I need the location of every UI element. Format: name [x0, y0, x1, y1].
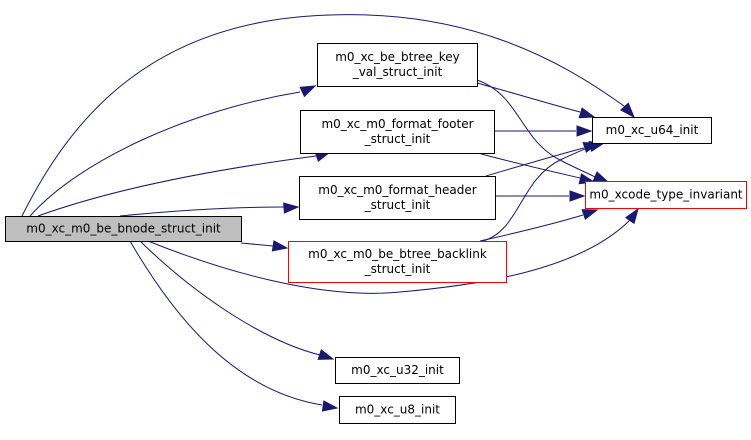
arrowhead-icon — [576, 125, 593, 137]
edge-line — [147, 219, 631, 294]
edge-root-to-key_val — [29, 85, 317, 217]
edge-footer-to-u64 — [494, 125, 593, 137]
node-label: m0_xc_u8_init — [355, 403, 440, 417]
edge-line — [479, 214, 584, 242]
edge-line — [119, 206, 285, 217]
node-label: m0_xc_m0_format_header — [318, 183, 477, 197]
node-key-val[interactable]: m0_xc_be_btree_key_val_struct_init — [317, 43, 478, 87]
edge-root-to-u64 — [21, 14, 635, 217]
edge-header-to-invariant — [495, 190, 586, 202]
arrowhead-icon — [271, 240, 289, 252]
edge-line — [37, 155, 317, 217]
edge-line — [240, 242, 274, 247]
node-header[interactable]: m0_xc_m0_format_header_struct_init — [299, 176, 496, 220]
edge-root-to-invariant — [147, 207, 639, 294]
node-label: m0_xc_u32_init — [351, 363, 444, 377]
node-label: m0_xc_u64_init — [606, 123, 699, 137]
edge-line — [482, 145, 593, 242]
node-box[interactable] — [317, 43, 478, 87]
node-box[interactable] — [288, 241, 507, 283]
node-u64[interactable]: m0_xc_u64_init — [592, 117, 712, 144]
edge-line — [485, 147, 585, 177]
node-box[interactable] — [335, 357, 460, 384]
edge-line — [476, 82, 581, 113]
node-label: _struct_init — [364, 262, 431, 276]
node-label: _struct_init — [364, 198, 431, 212]
node-label: _struct_init — [364, 132, 431, 146]
edge-line-tail — [629, 218, 632, 221]
arrowhead-icon — [569, 190, 586, 202]
node-invariant[interactable]: m0_xcode_type_invariant — [585, 181, 747, 209]
node-label: m0_xc_be_btree_key — [335, 50, 460, 64]
edge-root-to-u32 — [139, 240, 335, 360]
nodes-layer: m0_xc_m0_be_bnode_struct_init m0_xc_be_bt… — [5, 43, 747, 424]
edge-root-to-header — [119, 202, 300, 217]
node-box[interactable] — [5, 216, 242, 242]
node-box[interactable] — [592, 117, 712, 144]
edge-line — [129, 240, 323, 406]
node-label: m0_xc_m0_be_btree_backlink — [308, 247, 487, 261]
node-u8[interactable]: m0_xc_u8_init — [339, 396, 456, 424]
edge-key_val-to-u64 — [476, 82, 596, 119]
edge-backlink-to-invariant — [479, 209, 599, 242]
node-label: _val_struct_init — [352, 65, 443, 79]
node-label: m0_xc_m0_format_footer — [321, 117, 473, 131]
node-backlink[interactable]: m0_xc_m0_be_btree_backlink_struct_init — [288, 241, 507, 283]
node-u32[interactable]: m0_xc_u32_init — [335, 357, 460, 384]
edge-line — [21, 14, 625, 217]
node-footer[interactable]: m0_xc_m0_format_footer_struct_init — [300, 110, 495, 154]
node-box[interactable] — [585, 181, 747, 209]
arrowhead-icon — [283, 202, 300, 214]
edge-line — [29, 91, 301, 217]
node-root[interactable]: m0_xc_m0_be_bnode_struct_init — [5, 216, 242, 242]
node-label: m0_xcode_type_invariant — [589, 188, 743, 202]
edges-layer — [21, 14, 639, 412]
arrowhead-icon — [581, 209, 599, 221]
arrowhead-icon — [299, 85, 317, 98]
node-box[interactable] — [299, 176, 496, 220]
edge-root-to-u8 — [129, 240, 339, 412]
edge-line — [477, 152, 581, 179]
arrowhead-icon — [578, 107, 596, 119]
node-box[interactable] — [339, 396, 456, 424]
edge-line — [476, 79, 598, 179]
edge-root-to-backlink — [240, 240, 289, 252]
node-label: m0_xc_m0_be_bnode_struct_init — [26, 222, 221, 236]
edge-line — [139, 240, 321, 356]
node-box[interactable] — [300, 110, 495, 154]
arrowhead-icon — [321, 400, 339, 412]
arrowhead-icon — [625, 207, 639, 225]
edge-line-tail — [623, 105, 625, 107]
